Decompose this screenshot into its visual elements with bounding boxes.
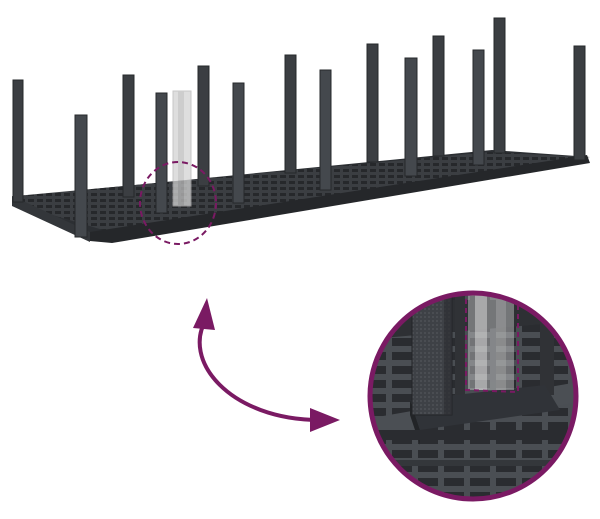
rack-post (319, 69, 332, 191)
rack-post (366, 43, 379, 163)
rack-post (74, 114, 88, 238)
ghost-post (172, 90, 192, 207)
rack-post (232, 82, 245, 204)
highlight-circle (139, 161, 217, 245)
rack-post (12, 79, 24, 203)
rack-post (404, 57, 418, 177)
rack-posts (12, 17, 586, 203)
rack-post (573, 45, 586, 161)
rack-left-edge (12, 196, 90, 242)
curved-double-arrow-icon (193, 298, 340, 432)
dish-rack (12, 17, 590, 245)
rack-post (122, 74, 135, 198)
rack-post (197, 65, 210, 187)
rack-posts-front (74, 49, 485, 238)
rack-post (432, 35, 445, 157)
rack-tray-grid (16, 152, 583, 232)
zoom-detail (367, 290, 579, 502)
rack-post (472, 49, 485, 166)
zoom-ghost-post (468, 293, 514, 390)
rack-post (284, 54, 297, 174)
rack-post (155, 92, 168, 214)
zoom-highlight-outline (465, 293, 519, 394)
rack-post (493, 17, 506, 154)
rack-front-edge (90, 155, 590, 243)
